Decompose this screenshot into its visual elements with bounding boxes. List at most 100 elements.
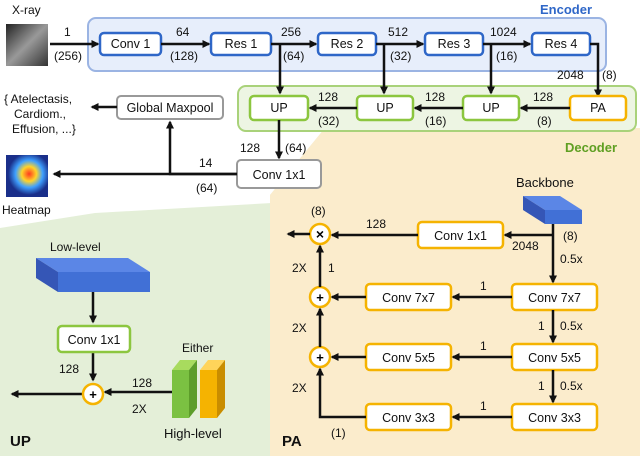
svg-text:Res 4: Res 4 (545, 37, 578, 51)
size-label-conv1: (128) (170, 49, 198, 63)
pa-size-bottom: (1) (331, 426, 346, 440)
channel-label-input: 1 (64, 25, 71, 39)
up-conv1x1: Conv 1x1 (56, 324, 132, 354)
xray-image (6, 24, 48, 66)
pa-scale-1: 0.5x (560, 252, 583, 266)
svg-text:Conv 7x7: Conv 7x7 (528, 291, 581, 305)
pa-panel-title: PA (282, 433, 302, 450)
backbone-label: Backbone (516, 175, 574, 190)
svg-text:PA: PA (590, 101, 606, 115)
encoder-block-conv1: Conv 1 (98, 31, 163, 57)
high-level-green-side (189, 360, 197, 418)
decoder-up-3: UP (461, 94, 521, 122)
size-label-res1: (64) (283, 49, 304, 63)
decoder-arrows (275, 104, 570, 160)
size-label-input: (256) (54, 49, 82, 63)
decoder-size-up3: (16) (425, 114, 446, 128)
pa-scale-2x-2: 2X (292, 321, 307, 335)
up-plus-sign: + (89, 387, 97, 402)
low-level-top (36, 258, 150, 272)
encoder-block-res3: Res 3 (423, 31, 485, 57)
pa-left-conv7x7: Conv 7x7 (364, 282, 453, 312)
high-level-green-top (172, 360, 197, 370)
either-label: Either (182, 341, 213, 355)
pa-plus-sign-2: + (316, 350, 324, 365)
size-label-res2: (32) (390, 49, 411, 63)
pa-conv1x1: Conv 1x1 (416, 220, 505, 250)
classes-line-2: Cardiom., (14, 107, 66, 121)
decoder-up-2: UP (355, 94, 415, 122)
pa-one-h3: 1 (480, 399, 487, 413)
low-level-label: Low-level (50, 240, 101, 254)
channel-label-res2: 512 (388, 25, 408, 39)
svg-text:UP: UP (482, 101, 499, 115)
svg-text:Conv 1x1: Conv 1x1 (68, 333, 121, 347)
decoder-title: Decoder (565, 140, 617, 155)
pa-one-v1: 1 (328, 261, 335, 275)
high-level-label: High-level (164, 426, 222, 441)
decoder-ch-up1: 128 (240, 141, 260, 155)
svg-text:Conv 5x5: Conv 5x5 (382, 351, 435, 365)
svg-text:Res 3: Res 3 (438, 37, 471, 51)
heatmap-image (6, 155, 48, 197)
decoder-size-up1: (64) (285, 141, 306, 155)
channel-label-res1: 256 (281, 25, 301, 39)
xray-label: X-ray (12, 3, 41, 17)
pa-size-mid: (8) (563, 229, 578, 243)
pa-plus-sign-1: + (316, 290, 324, 305)
pa-scale-3: 0.5x (560, 379, 583, 393)
svg-text:Conv 7x7: Conv 7x7 (382, 291, 435, 305)
pa-one-r2: 1 (538, 379, 545, 393)
encoder-block-res1: Res 1 (209, 31, 273, 57)
heatmap-channels: 14 (199, 156, 213, 170)
encoder-block-res4: Res 4 (530, 31, 592, 57)
decoder-size-up2: (32) (318, 114, 339, 128)
pa-left-conv3x3: Conv 3x3 (364, 402, 453, 432)
decoder-ch-up2: 128 (318, 90, 338, 104)
decoder-ch-pa: 128 (533, 90, 553, 104)
decoder-up-1: UP (248, 94, 310, 122)
svg-text:Conv 3x3: Conv 3x3 (382, 411, 435, 425)
encoder-title: Encoder (540, 2, 592, 17)
svg-text:Conv 5x5: Conv 5x5 (528, 351, 581, 365)
output-arrows (52, 103, 237, 178)
backbone-top (523, 196, 582, 210)
up-ch-in: 128 (59, 362, 79, 376)
encoder-block-res2: Res 2 (316, 31, 378, 57)
svg-text:Res 2: Res 2 (331, 37, 364, 51)
svg-text:UP: UP (270, 101, 287, 115)
heatmap-label: Heatmap (2, 203, 51, 217)
decoder-ch-up3: 128 (425, 90, 445, 104)
global-maxpool-box: Global Maxpool (116, 95, 224, 120)
classes-line-1: { Atelectasis, (4, 92, 72, 106)
classes-line-3: Effusion, ...} (12, 122, 76, 136)
heatmap-size: (64) (196, 181, 217, 195)
svg-text:Conv 1: Conv 1 (111, 37, 151, 51)
low-level-side (36, 258, 58, 292)
skip-connections (276, 44, 495, 95)
size-label-res4: (8) (602, 68, 617, 82)
decoder-size-pa: (8) (537, 114, 552, 128)
backbone-side (523, 196, 545, 224)
high-level-yellow-side (217, 360, 225, 418)
pa-right-conv7x7: Conv 7x7 (510, 282, 599, 312)
pa-ch-2048: 2048 (512, 239, 539, 253)
size-label-res3: (16) (496, 49, 517, 63)
decoder-conv1x1: Conv 1x1 (236, 159, 322, 189)
pa-multiply-sign: × (316, 226, 324, 242)
high-level-yellow-top (200, 360, 225, 370)
pa-scale-2x-3: 2X (292, 381, 307, 395)
svg-text:Conv 3x3: Conv 3x3 (528, 411, 581, 425)
low-level-feature (58, 272, 150, 292)
pa-right-conv3x3: Conv 3x3 (510, 402, 599, 432)
high-level-yellow (200, 370, 217, 418)
pa-arrows (286, 224, 557, 421)
decoder-pa: PA (568, 94, 628, 122)
pa-one-h1: 1 (480, 279, 487, 293)
up-panel-arrows (10, 292, 172, 398)
up-panel-title: UP (10, 433, 31, 450)
pa-ch-128: 128 (366, 217, 386, 231)
pa-one-r1: 1 (538, 319, 545, 333)
